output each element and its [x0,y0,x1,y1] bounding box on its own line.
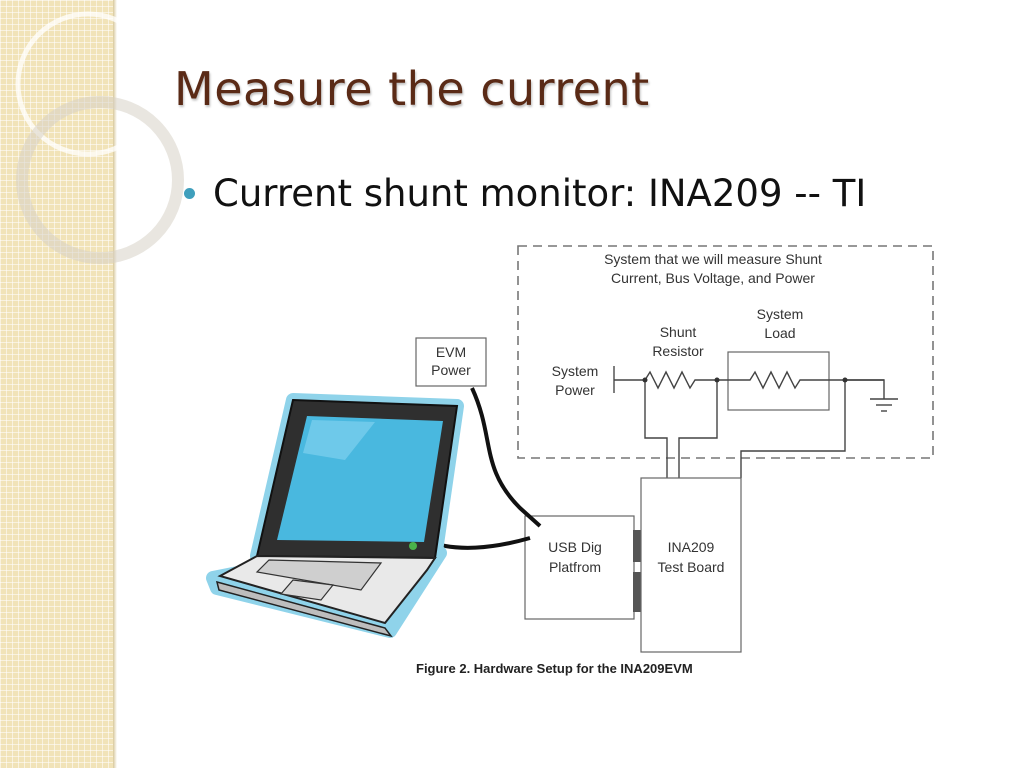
system-load-box [727,351,830,411]
region-label-line1: System that we will measure Shunt [604,251,822,267]
hardware-setup-diagram: System that we will measure Shunt Curren… [206,245,934,653]
board-connector [633,530,642,562]
usb-platform-box [524,515,635,620]
system-power-label-line2: Power [555,382,595,398]
junction-dot [842,377,848,383]
test-board-label-line1: INA209 [668,539,715,555]
bullet-item: Current shunt monitor: INA209 -- TI [184,172,866,215]
usb-platform-label-line1: USB Dig [548,539,602,555]
decorative-side-band [0,0,113,768]
evm-power-label-line1: EVM [436,344,466,360]
evm-power-cable [470,387,542,528]
laptop-icon [206,393,464,638]
circuit-wiring [614,370,898,478]
bullet-dot-icon [184,188,195,199]
band-edge-shadow [113,0,117,768]
system-load-label-line2: Load [764,325,795,341]
junction-dot [714,377,720,383]
bullet-text: Current shunt monitor: INA209 -- TI [213,172,867,215]
usb-platform-label-line2: Platfrom [549,559,601,575]
test-board-label-line2: Test Board [658,559,725,575]
evm-power-box [415,337,487,387]
decorative-circles [15,11,184,264]
test-board-box [640,477,742,653]
shunt-resistor-label-line2: Resistor [652,343,704,359]
shunt-resistor-label-line1: Shunt [660,324,697,340]
system-power-label-line1: System [552,363,599,379]
figure-caption: Figure 2. Hardware Setup for the INA209E… [416,661,693,676]
slide-title: Measure the current [174,62,650,116]
system-load-label-line1: System [757,306,804,322]
region-label-line2: Current, Bus Voltage, and Power [611,270,815,286]
evm-power-label-line2: Power [431,362,471,378]
junction-dot [642,377,648,383]
measured-system-region [517,245,934,459]
board-connector [633,572,642,612]
